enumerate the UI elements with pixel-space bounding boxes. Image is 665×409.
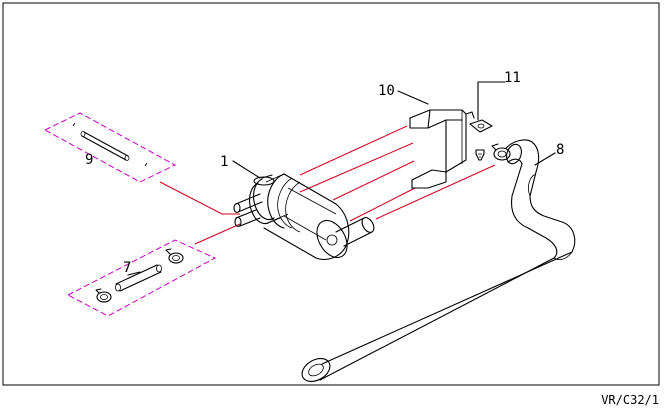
- diagram-frame: [2, 2, 660, 386]
- group-7-boundary: [66, 239, 217, 317]
- callout-8: 8: [556, 142, 564, 158]
- callout-labels: 1 7 8 9 10 11: [85, 70, 564, 276]
- leader-lines: [159, 125, 496, 245]
- hose-clip-lower: [95, 288, 112, 303]
- callout-1: 1: [220, 154, 228, 170]
- group-9-boundary: [43, 112, 177, 183]
- part-10-bracket: [409, 109, 493, 189]
- group-9-kit: [43, 112, 177, 183]
- part-1-canister: [233, 173, 375, 261]
- part-7-hose: [115, 264, 162, 292]
- callout-9: 9: [85, 152, 93, 168]
- callout-7: 7: [123, 260, 131, 276]
- group-7-kit: [66, 239, 217, 317]
- callout-leaders: [127, 81, 556, 276]
- part-11-screw: [475, 149, 485, 161]
- callout-11: 11: [504, 70, 521, 86]
- hose-clip-upper: [165, 248, 184, 264]
- drawing-reference-code: VR/C32/1: [601, 393, 659, 407]
- callout-10: 10: [378, 83, 395, 99]
- part-8-hose: [301, 139, 576, 383]
- part-9-pipe: [72, 122, 148, 167]
